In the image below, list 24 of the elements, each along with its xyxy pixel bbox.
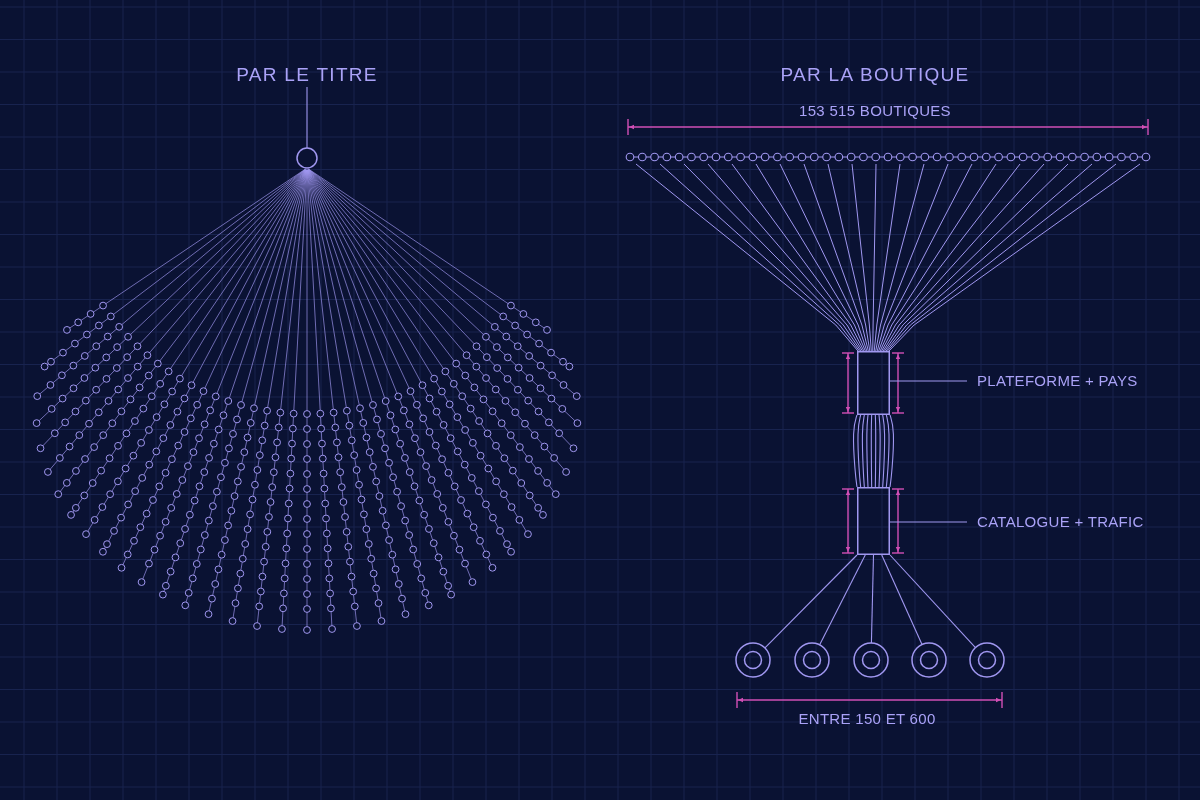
connector-line <box>885 414 890 488</box>
connector-line <box>861 414 865 488</box>
connector-line <box>870 554 875 644</box>
connector-line <box>882 414 886 488</box>
connector-line <box>870 414 873 488</box>
leader-line <box>306 86 308 149</box>
connector-line <box>764 554 858 649</box>
connector-line <box>852 414 858 488</box>
callout-label: CATALOGUE + TRAFIC <box>977 513 1144 530</box>
section-heading: PAR LE TITRE <box>236 64 378 85</box>
connector-line <box>881 554 923 646</box>
connector-line <box>819 554 866 646</box>
connector-line <box>889 554 976 649</box>
callout-label: PLATEFORME + PAYS <box>977 372 1138 389</box>
leader-line <box>889 380 968 382</box>
connector-line <box>889 414 895 488</box>
section-heading: PAR LA BOUTIQUE <box>780 63 970 87</box>
connector-line <box>874 414 877 488</box>
connector-line <box>857 414 862 488</box>
connector-line <box>866 414 869 488</box>
connector-line <box>878 414 881 488</box>
leader-line <box>889 521 968 523</box>
dimension-label: ENTRE 150 ET 600 <box>798 709 936 729</box>
dimension-label: 153 515 BOUTIQUES <box>799 101 951 121</box>
